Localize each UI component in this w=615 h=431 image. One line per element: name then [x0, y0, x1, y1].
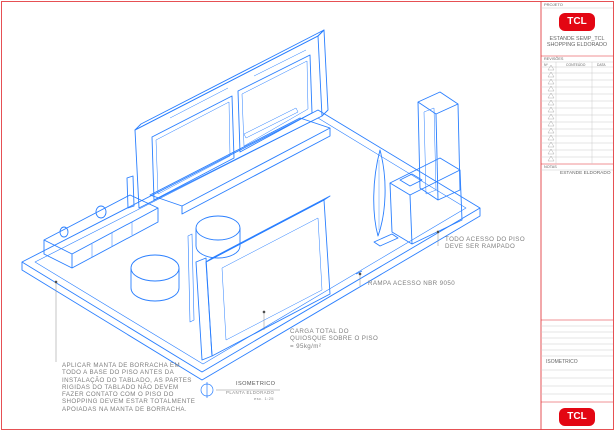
revision-markers: [547, 64, 555, 162]
view-symbol: [200, 382, 280, 398]
vase-left: [59, 226, 69, 238]
tv-label-right: [253, 49, 307, 77]
isometric-drawing: [21, 29, 481, 381]
note-piso: TODO ACESSO DO PISO DEVE SER RAMPADO: [445, 236, 525, 251]
tb-header-label: PROJETO: [544, 2, 563, 7]
ramp-mark: [355, 270, 363, 275]
tb-rev-col-no: Nº: [544, 63, 548, 67]
tv-cabinet-top: [149, 117, 331, 207]
tb-project-line-1: ESTANDE SEMP_TCL: [549, 36, 605, 42]
note-manta-line-2: TODO A BASE DO PISO ANTES DA: [62, 369, 175, 377]
leader-lines: [54, 230, 440, 362]
view-subtitle: PLANTA ELDORADO: [226, 390, 275, 395]
note-carga-line-3: = 95kg/m²: [290, 342, 322, 350]
leader-piso-dot: [436, 230, 440, 234]
tv-cabinet-front: [181, 128, 331, 215]
note-manta: APLICAR MANTA DE BORRACHA EM TODO A BASE…: [62, 362, 195, 413]
totem-panel: [423, 107, 437, 195]
back-wall-side: [317, 29, 329, 117]
surfboard-stand: [373, 233, 399, 247]
floor-platform-outer: [21, 109, 481, 373]
title-block-grid: [541, 7, 613, 403]
view-title: ISOMETRICO: [236, 381, 276, 387]
note-rampa: RAMPA ACESSO NBR 9050: [368, 280, 456, 287]
tv-screen-left-inner: [155, 101, 231, 195]
tb-project-line-2: SHOPPING ELDORADO: [546, 42, 608, 48]
tb-rev-col-content: CONTEÚDO: [566, 63, 586, 67]
shelf-post: [126, 175, 135, 209]
leader-rampa-dot: [358, 272, 362, 276]
note-manta-line-3: INSTALAÇÃO DO TABLADO, AS PARTES: [62, 376, 192, 384]
tv-screen-right: [237, 54, 313, 153]
leader-manta-dot: [54, 280, 58, 284]
round-seat-back-top: [195, 215, 241, 241]
pole-left: [187, 233, 195, 323]
front-panel-post: [195, 257, 213, 361]
counter-corner: [409, 194, 413, 245]
note-piso-line-2: DEVE SER RAMPADO: [445, 243, 516, 251]
tb-notes-label: NOTAS: [544, 165, 557, 169]
note-manta-line-7: APOIADAS NA MANTA DE BORRACHA.: [62, 405, 188, 413]
product-box: [399, 173, 423, 187]
tcl-logo: TCL: [559, 13, 595, 31]
note-carga-line-1: CARGA TOTAL DO: [290, 328, 350, 335]
note-manta-line-5: FAZER CONTATO COM O PISO DO: [62, 391, 174, 399]
note-manta-line-1: APLICAR MANTA DE BORRACHA EM: [62, 362, 181, 369]
note-carga-line-2: QUIOSQUE SOBRE O PISO: [290, 335, 379, 343]
tb-notes-value: ESTANDE ELDORADO: [560, 171, 611, 176]
floor-platform-inner: [34, 117, 467, 365]
tv-label-left: [169, 87, 229, 119]
tb-drawing-label: ISOMETRICO: [546, 359, 578, 365]
totem-top: [417, 91, 459, 115]
surfboard: [373, 149, 386, 237]
round-seat-left-body: [130, 268, 180, 302]
totem-corner: [435, 113, 439, 201]
tb-revisions-label: REVISÕES: [544, 57, 564, 61]
leader-carga-dot: [262, 310, 266, 314]
view-scale: esc. 1:25: [254, 396, 274, 401]
soundbar: [243, 107, 299, 139]
back-wall-top: [134, 29, 325, 131]
tb-rev-col-date: DATA: [597, 63, 606, 67]
tv-screen-right-inner: [241, 60, 309, 147]
front-panel-top: [205, 195, 331, 263]
note-carga: CARGA TOTAL DO QUIOSQUE SOBRE O PISO = 9…: [290, 328, 378, 350]
note-piso-line-1: TODO ACESSO DO PISO: [445, 236, 526, 243]
floor-platform-edge: [21, 208, 481, 381]
tv-screen-left: [151, 95, 235, 201]
note-manta-line-6: SHOPPING DEVEM ESTAR TOTALMENTE: [62, 398, 196, 406]
vase-right: [95, 205, 107, 219]
note-manta-line-4: RIGIDAS DO TABLADO NÃO DEVEM: [62, 383, 179, 391]
round-seat-left-top: [130, 254, 180, 282]
shelf-top: [43, 194, 159, 255]
front-panel-inner: [221, 217, 323, 341]
tcl-logo-bottom: TCL: [559, 408, 595, 426]
round-seat-back-body: [195, 228, 241, 259]
